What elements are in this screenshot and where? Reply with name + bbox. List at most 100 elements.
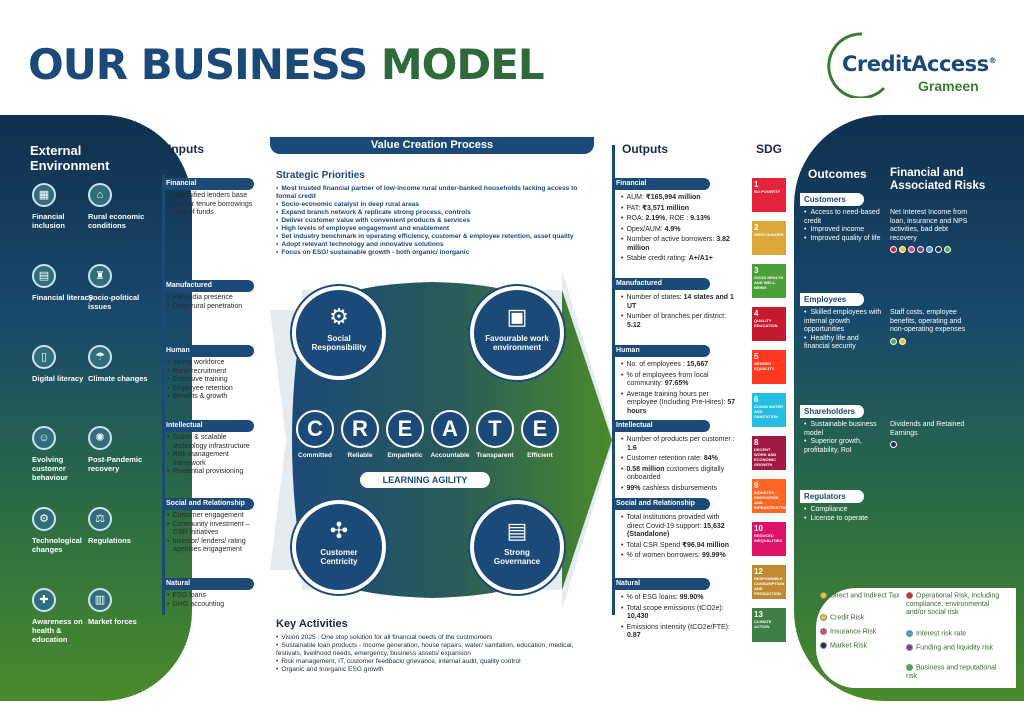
risk-text: Dividends and Retained Earnings [890,421,972,448]
workplace-icon: ▣ [506,304,528,329]
input-item: GHG accounting [166,601,258,610]
output-item: Total scope emissions (tCO2e): 10,430 [620,605,738,622]
strategic-priority: Focus on ESG/ sustainable growth - both … [276,249,596,257]
create-letter: R [341,410,379,448]
stakeholder-tag: Employees [800,293,864,306]
output-item: Emissions intensity (tCO2e/FTE): 0.87 [620,624,738,641]
risk-dot [944,246,951,253]
market-icon: ▥ [88,588,112,612]
input-item: Customer engagement [166,512,258,521]
output-category: Social and Relationship [612,498,710,510]
input-list: Stable & scalable technology infrastruct… [166,434,258,477]
input-item: Stable & scalable technology infrastruct… [166,434,258,451]
risk-legend-item: Market Risk [820,642,904,651]
external-item: ⌂Rural economic conditions [88,183,154,230]
external-item: ▥Market forces [88,588,154,626]
inputs-title: Inputs [168,142,204,156]
input-list: Young workforceRural recruitmentExtensiv… [166,359,258,402]
risk-dot [935,246,942,253]
create-letter: T [476,410,514,448]
outcome-list: Skilled employees with internal growth o… [804,309,882,352]
risk-legend-item: Operational Risk, including compliance, … [906,592,1000,617]
outcome-item: License to operate [804,515,882,524]
logo-swoosh-icon [827,32,886,98]
risk-legend-item: Interest risk rate [906,630,1006,639]
pillar-circle: ▣Favourable work environment [470,286,564,380]
risk-legend-item: Funding and liquidity risk [906,644,1006,653]
arrows-in-icon: ✣ [329,518,349,543]
pillar-label: Strong Governance [493,548,541,566]
external-item-label: Post-Pandemic recovery [88,455,143,473]
outcome-item: Healthy life and financial security [804,335,882,352]
risk-text: Net Interest Income from loan, insurance… [890,209,972,253]
create-letter: E [521,410,559,448]
risk-dot [926,246,933,253]
input-category: Manufactured [162,280,254,292]
risk-dots [890,441,972,448]
output-item: Number of products per customer : 1.6 [620,436,738,453]
key-activities: Key Activities Vision 2025 : One stop so… [276,618,596,674]
output-item: PAT: ₹3,571 million [620,205,738,214]
pillar-circle: ⚙Social Responsibility [292,286,386,380]
external-item-label: Digital literacy [32,374,84,383]
output-item: No. of employees : 15,667 [620,361,738,370]
regulation-icon: ⚖ [88,507,112,531]
legend-dot [906,592,913,599]
external-item: ✺ Post-Pandemic recovery [88,426,154,473]
external-item: ⚖Regulations [88,507,154,545]
input-category: Financial [162,178,254,190]
input-category: Social and Relationship [162,498,254,510]
virus-icon: ✺ [88,426,112,450]
input-list: Customer engagementCommunity investment … [166,512,258,555]
strategic-priorities: Strategic Priorities Most trusted financ… [276,170,596,257]
create-word: Efficient [527,452,553,459]
strategic-priority: Socio-economic catalyst in deep rural ar… [276,201,596,209]
risk-dots [890,337,972,345]
output-item: Opex/AUM: 4.9% [620,226,738,235]
company-logo: CreditAccess® Grameen [822,28,1002,98]
output-list: AUM: ₹165,994 millionPAT: ₹3,571 million… [620,194,738,266]
outcome-list: ComplianceLicense to operate [804,506,882,523]
input-item: Prudential provisioning [166,468,258,477]
pillar-circle: ▤Strong Governance [470,500,564,594]
stakeholder-tag: Customers [800,193,864,206]
create-letter: A [431,410,469,448]
legend-dot [820,642,827,649]
input-item: Investor/ lenders/ rating agencies engag… [166,538,258,555]
climate-icon: ☂ [88,345,112,369]
rural-icon: ⌂ [88,183,112,207]
input-item: Community investment – CSR initiatives [166,521,258,538]
value-creation-title: Value Creation Process [270,137,594,154]
risk-dot [890,246,897,253]
podium-icon: ♜ [88,264,112,288]
strategic-priority: Expand branch network & replicate strong… [276,209,596,217]
input-item: Diversified lenders base [166,192,258,201]
legend-dot [820,628,827,635]
output-category: Intellectual [612,420,710,432]
risk-legend-item: Direct and Indirect Tax [820,592,904,601]
external-item-label: Technological changes [32,536,82,554]
external-item: ✚Awareness on health & education [32,588,98,644]
external-item: ▦Financial inclusion [32,183,98,230]
risk-dot [890,441,897,448]
pillar-label: Customer Centricity [320,548,358,566]
output-item: AUM: ₹165,994 million [620,194,738,203]
output-item: Total CSR Spend ₹96.94 million [620,542,738,551]
strategic-priority: High levels of employee engagement and e… [276,225,596,233]
outcome-item: Compliance [804,506,882,515]
outcomes-title: Outcomes [808,167,867,181]
input-item: Extensive training [166,376,258,385]
page-title: OUR BUSINESS MODEL [28,40,545,89]
input-category: Natural [162,578,254,590]
input-item: ESG loans [166,592,258,601]
input-list: Diversified lenders baseLonger tenure bo… [166,192,258,218]
legend-dot [906,630,913,637]
risk-dots [890,246,972,253]
